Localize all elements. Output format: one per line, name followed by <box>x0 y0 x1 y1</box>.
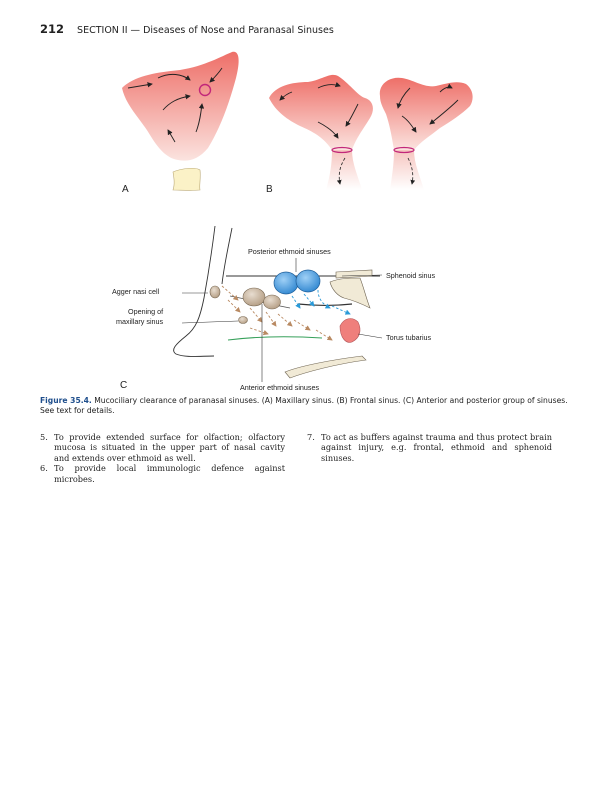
frontal-ostium-right <box>393 146 415 154</box>
label-opening-maxillary-2: maxillary sinus <box>116 317 164 326</box>
running-header: 212 SECTION II — Diseases of Nose and Pa… <box>40 22 334 36</box>
label-torus-tubarius: Torus tubarius <box>386 333 432 342</box>
list-item-text: To provide local immunologic defence aga… <box>54 463 285 484</box>
leader-torus-tubarius <box>357 333 383 339</box>
nose-profile <box>173 225 216 357</box>
posterior-ethmoid-cell-1 <box>273 271 299 295</box>
label-anterior-ethmoid: Anterior ethmoid sinuses <box>240 383 320 392</box>
panel-label-b: B <box>266 184 273 195</box>
body-column-left: 5. To provide extended surface for olfac… <box>40 432 285 484</box>
maxillary-opening <box>238 316 248 324</box>
anterior-ethmoid-cell-2 <box>263 294 281 310</box>
nasal-bone-line <box>221 227 233 285</box>
list-item: 6. To provide local immunologic defence … <box>40 463 285 484</box>
body-column-right: 7. To act as buffers against trauma and … <box>307 432 552 463</box>
label-opening-maxillary-1: Opening of <box>128 307 163 316</box>
agger-nasi-cell <box>209 285 221 299</box>
label-posterior-ethmoid: Posterior ethmoid sinuses <box>248 247 331 256</box>
label-agger-nasi: Agger nasi cell <box>112 287 160 296</box>
maxillary-tooth-shape <box>172 167 201 191</box>
list-item-text: To provide extended surface for olfactio… <box>54 432 285 463</box>
list-item-number: 6. <box>40 463 48 474</box>
leader-sphenoid <box>341 274 383 277</box>
panel-label-a: A <box>122 184 129 195</box>
page-number: 212 <box>40 22 65 36</box>
inferior-turbinate-line <box>227 336 323 341</box>
list-item: 7. To act as buffers against trauma and … <box>307 432 552 463</box>
panel-c-sinus-groups: Posterior ethmoid sinuses Sphenoid sinus… <box>112 225 436 392</box>
posterior-ethmoid-cell-2 <box>295 269 321 293</box>
sphenoid-floor-bone <box>335 269 373 279</box>
maxillary-sinus-shape <box>122 51 239 161</box>
leader-opening-maxillary <box>181 320 239 324</box>
figure-35-4: A B <box>112 51 473 392</box>
panel-a-maxillary: A <box>122 51 239 195</box>
frontal-ostium-left <box>331 146 353 154</box>
list-item-number: 5. <box>40 432 48 442</box>
sphenoid-bone <box>329 277 371 309</box>
panel-label-c: C <box>120 380 127 391</box>
frontal-sinus-left <box>269 74 373 150</box>
hard-palate <box>284 355 367 379</box>
frontal-sinus-right <box>379 77 473 150</box>
list-item-text: To act as buffers against trauma and thu… <box>321 432 552 463</box>
label-sphenoid: Sphenoid sinus <box>386 271 436 280</box>
caption-label: Figure 35.4. <box>40 396 92 405</box>
turbinate-line-middle <box>297 303 353 307</box>
list-item-number: 7. <box>307 432 315 442</box>
list-item: 5. To provide extended surface for olfac… <box>40 432 285 463</box>
maxillary-ostium <box>198 83 212 97</box>
running-title: SECTION II — Diseases of Nose and Parana… <box>77 25 334 36</box>
frontal-duct-left <box>326 150 362 190</box>
caption-text: Mucociliary clearance of paranasal sinus… <box>40 396 568 415</box>
frontal-duct-right <box>390 150 424 190</box>
torus-tubarius-shape <box>339 318 361 343</box>
figure-caption: Figure 35.4. Mucociliary clearance of pa… <box>40 396 580 416</box>
panel-b-frontal: B <box>266 74 473 195</box>
anterior-ethmoid-cell-1 <box>242 287 266 307</box>
